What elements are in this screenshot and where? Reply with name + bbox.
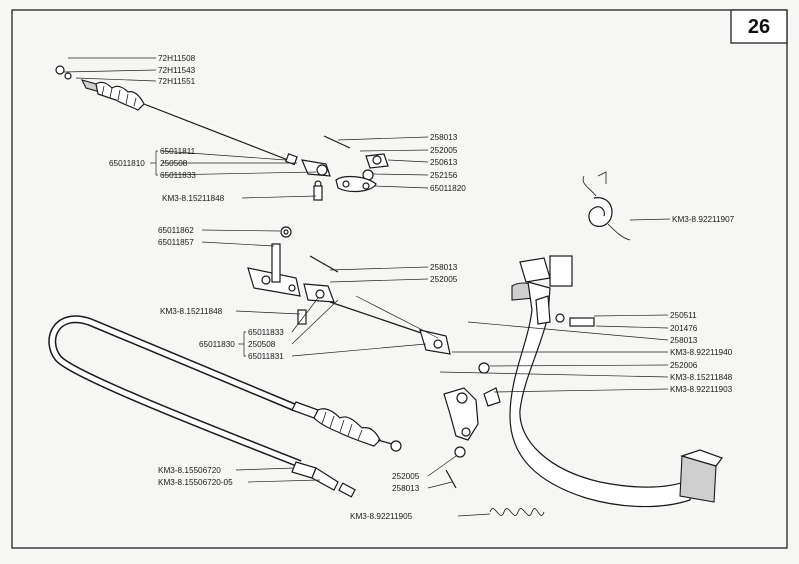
callout-km3-15211848-c: KM3-8.15211848 <box>670 373 733 382</box>
middle-lever-group <box>247 226 451 355</box>
callout-km3-15211848-b: KM3-8.15211848 <box>160 307 223 316</box>
callout-65011831: 65011831 <box>248 352 284 361</box>
brake-pedal <box>509 255 723 508</box>
callout-258013-d: 258013 <box>392 484 420 493</box>
callout-labels: 72H11508 72H11543 72H11551 258013 650118… <box>109 54 735 521</box>
callout-km3-92211905: KM3-8.92211905 <box>350 512 413 521</box>
callout-65011810: 65011810 <box>109 159 145 168</box>
callout-65011862: 65011862 <box>158 226 194 235</box>
callout-258013-b: 258013 <box>430 263 458 272</box>
callout-km3-15211848-a: KM3-8.15211848 <box>162 194 225 203</box>
callout-258013-a: 258013 <box>430 133 458 142</box>
callout-km3-92211903: KM3-8.92211903 <box>670 385 733 394</box>
callout-km3-15506720: KM3-8.15506720 <box>158 466 221 475</box>
callout-65011833-b: 65011833 <box>248 328 284 337</box>
callout-72h11551: 72H11551 <box>158 77 196 86</box>
callout-250613: 250613 <box>430 158 458 167</box>
callout-72h11543: 72H11543 <box>158 66 196 75</box>
callout-201476: 201476 <box>670 324 698 333</box>
callout-258013-c: 258013 <box>670 336 698 345</box>
callout-252006: 252006 <box>670 361 698 370</box>
leader-lines <box>63 57 671 517</box>
return-spring <box>582 171 631 241</box>
page-number-box <box>730 9 788 44</box>
callout-252005-a: 252005 <box>430 146 458 155</box>
callout-km3-92211907: KM3-8.92211907 <box>672 215 735 224</box>
callout-km3-15506720-05: KM3-8.15506720-05 <box>158 478 233 487</box>
callout-65011857: 65011857 <box>158 238 194 247</box>
callout-72h11508: 72H11508 <box>158 54 196 63</box>
callout-250508-b: 250508 <box>248 340 276 349</box>
callout-65011833-a: 65011833 <box>160 171 196 180</box>
coil-spring <box>489 508 545 516</box>
callout-65011830: 65011830 <box>199 340 235 349</box>
page-frame <box>11 9 788 549</box>
callout-250511: 250511 <box>670 311 697 320</box>
parking-cable <box>48 315 402 498</box>
callout-65011820: 65011820 <box>430 184 466 193</box>
callout-252005-c: 252005 <box>392 472 420 481</box>
upper-cable-assembly <box>55 65 290 161</box>
callout-252005-b: 252005 <box>430 275 458 284</box>
callout-250508-a: 250508 <box>160 159 188 168</box>
lower-bracket <box>443 362 501 489</box>
callout-252156: 252156 <box>430 171 458 180</box>
callout-65011811: 65011811 <box>160 147 196 156</box>
upper-clevis-group <box>285 135 389 201</box>
page-number: 26 <box>748 16 770 38</box>
callout-km3-92211940: KM3-8.92211940 <box>670 348 733 357</box>
